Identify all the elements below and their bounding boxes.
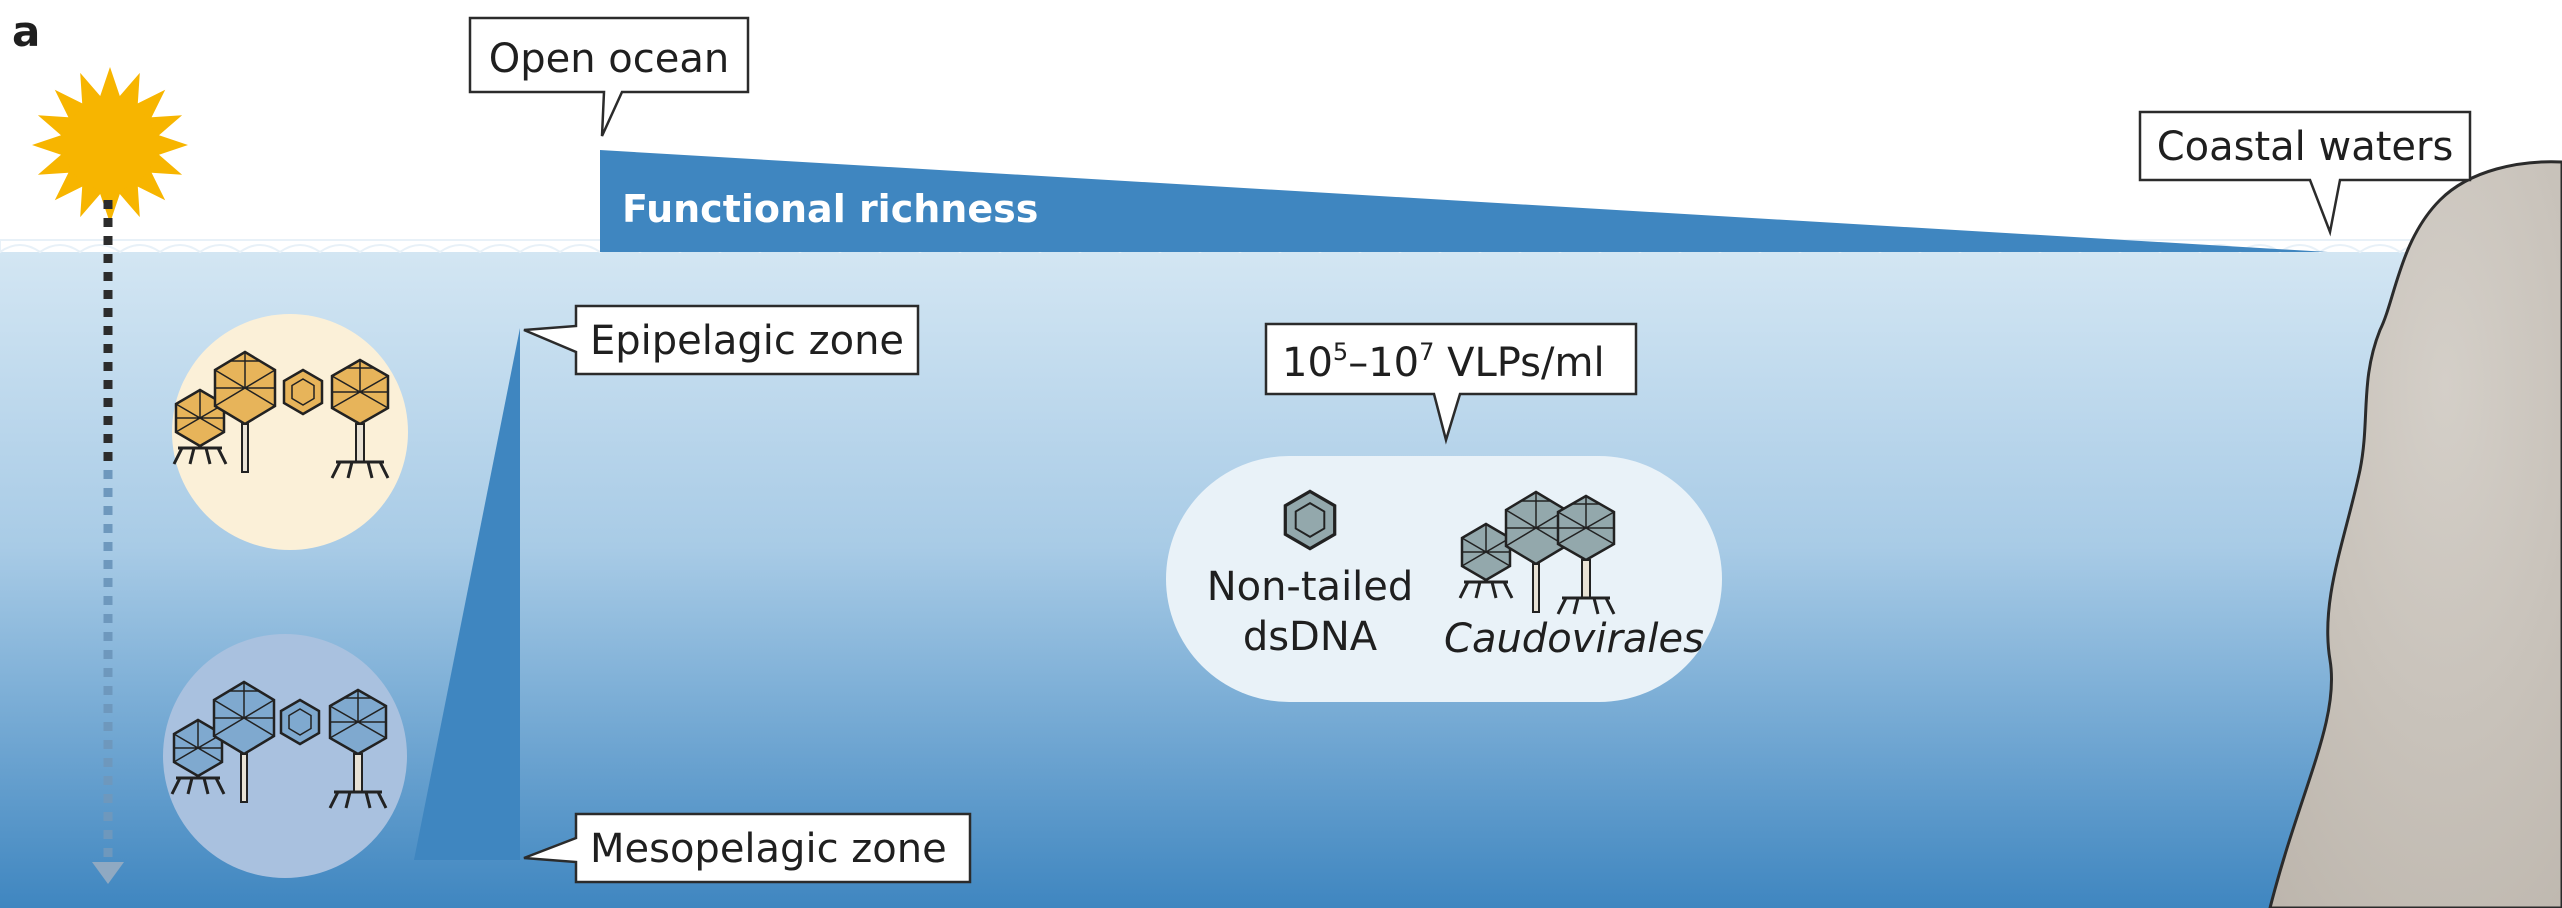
epipelagic-zone-label: Epipelagic zone: [590, 318, 904, 364]
caudovirales-label: Caudovirales: [1444, 616, 1704, 662]
functional-richness-wedge: [600, 150, 2328, 252]
vlp-concentration-label: 105–107 VLPs/ml: [1282, 338, 1605, 386]
vlp-composition-panel: Non-tailed dsDNA Caudovirales: [1166, 456, 1722, 702]
mesopelagic-zone-label: Mesopelagic zone: [590, 826, 947, 872]
depth-arrowhead-icon: [92, 862, 124, 884]
non-tailed-label-line1: Non-tailed: [1207, 564, 1414, 610]
non-tailed-label-line2: dsDNA: [1243, 614, 1378, 660]
functional-richness-label: Functional richness: [622, 187, 1038, 231]
coastal-cliff: [2268, 160, 2562, 908]
vlp-concentration-callout: 105–107 VLPs/ml: [1264, 322, 1638, 445]
coastal-waters-callout: Coastal waters: [2138, 110, 2472, 237]
epipelagic-virus-community: [172, 314, 408, 550]
mesopelagic-virus-community: [163, 634, 407, 878]
coastal-waters-label: Coastal waters: [2157, 124, 2454, 170]
open-ocean-callout: Open ocean: [468, 16, 750, 137]
non-tailed-dsdna-icon: [1283, 489, 1337, 551]
depth-arrow: [92, 200, 124, 884]
mesopelagic-callout: Mesopelagic zone: [523, 812, 972, 884]
depth-richness-wedge: [414, 328, 520, 860]
panel-label: a: [12, 7, 40, 56]
sun-icon: [32, 67, 188, 223]
open-ocean-label: Open ocean: [489, 36, 730, 82]
epipelagic-callout: Epipelagic zone: [523, 304, 920, 376]
non-tailed-virus-icon: [282, 368, 324, 416]
non-tailed-virus-icon: [279, 698, 321, 746]
